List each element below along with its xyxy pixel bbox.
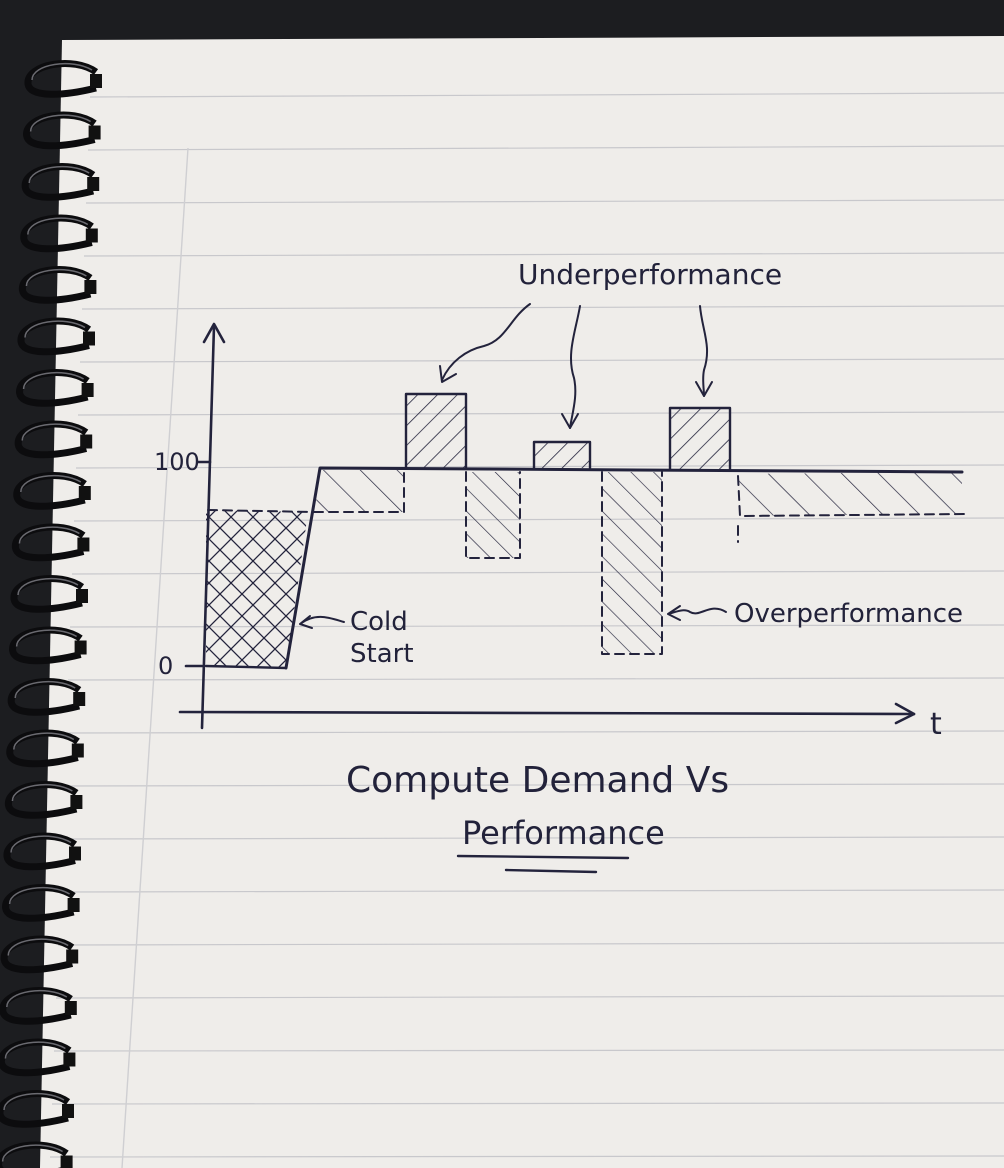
over-region-right <box>738 472 962 516</box>
spiral-hole <box>88 125 101 140</box>
label-start: Start <box>350 639 414 669</box>
spiral-hole <box>83 331 95 346</box>
spiral-hole <box>84 280 97 294</box>
spiral-coil-highlight <box>31 62 93 81</box>
under-arrows <box>439 303 713 429</box>
margin-line <box>121 147 189 1168</box>
spiral-hole <box>78 486 91 500</box>
y-tick-label-100: 100 <box>154 448 200 476</box>
y-axis-arrowhead <box>202 322 226 344</box>
spiral-hole <box>63 1052 76 1067</box>
spiral-hole <box>90 74 102 88</box>
spiral-coil-highlight <box>13 732 75 750</box>
spiral-coil-highlight <box>3 1092 65 1111</box>
spiral-coil-highlight <box>15 629 77 647</box>
under-spike-3 <box>670 408 730 470</box>
label-underperformance: Underperformance <box>518 258 782 291</box>
label-cold: Cold <box>350 607 408 637</box>
spiral-coil-highlight <box>4 1041 66 1059</box>
spiral-hole <box>64 1001 77 1015</box>
spiral-hole <box>77 537 90 552</box>
diagram-title-line2: Performance <box>462 814 665 852</box>
y-tick-label-0: 0 <box>158 652 173 680</box>
over-arrow <box>667 605 727 621</box>
spiral-coil-highlight <box>17 577 79 596</box>
spiral-coil-highlight <box>11 783 73 802</box>
spiral-hole <box>62 1104 74 1118</box>
spiral-coil-highlight <box>28 165 90 184</box>
spiral-coil-highlight <box>14 680 76 699</box>
cold-start-region <box>206 510 308 668</box>
spiral-hole <box>71 743 84 758</box>
spiral-hole <box>85 228 98 243</box>
spiral-coil-highlight <box>27 217 89 235</box>
x-axis <box>178 710 916 716</box>
x-axis-label: t <box>930 707 942 742</box>
spiral-hole <box>73 692 86 706</box>
spiral-coil-highlight <box>25 268 87 287</box>
spiral-binding <box>0 60 102 1168</box>
spiral-hole <box>67 898 80 912</box>
spiral-coil-highlight <box>10 835 72 853</box>
paper-page <box>40 36 1004 1168</box>
spiral-hole <box>74 640 87 655</box>
cold-start-arrow <box>299 615 345 629</box>
under-spike-2 <box>534 442 590 468</box>
spiral-hole <box>80 434 93 449</box>
spiral-hole <box>60 1155 73 1168</box>
spiral-coil-highlight <box>24 320 86 338</box>
spiral-hole <box>87 177 100 191</box>
spiral-hole <box>81 383 94 397</box>
title-underline <box>456 854 630 874</box>
spiral-hole <box>69 846 81 861</box>
performance-line <box>284 466 964 670</box>
spiral-coil-highlight <box>8 886 70 905</box>
spiral-hole <box>66 949 79 964</box>
spiral-coil-highlight <box>20 474 82 493</box>
spiral-coil-highlight <box>7 938 69 956</box>
spiral-coil-highlight <box>18 526 80 544</box>
spiral-coil-highlight <box>1 1144 63 1162</box>
spiral-hole <box>76 589 88 603</box>
spiral-coil-highlight <box>6 989 68 1008</box>
x-axis-arrowhead <box>894 702 916 725</box>
spiral-coil-highlight <box>21 423 83 441</box>
over-drop-2 <box>602 472 662 654</box>
spiral-coil-highlight <box>29 114 91 132</box>
spiral-coil-highlight <box>22 371 84 390</box>
over-drop-1 <box>466 472 520 558</box>
diagram-title-line1: Compute Demand Vs <box>346 760 729 801</box>
spiral-hole <box>70 795 83 809</box>
over-region-1 <box>314 470 404 512</box>
label-overperformance: Overperformance <box>734 599 963 629</box>
under-spike-1 <box>406 394 466 468</box>
